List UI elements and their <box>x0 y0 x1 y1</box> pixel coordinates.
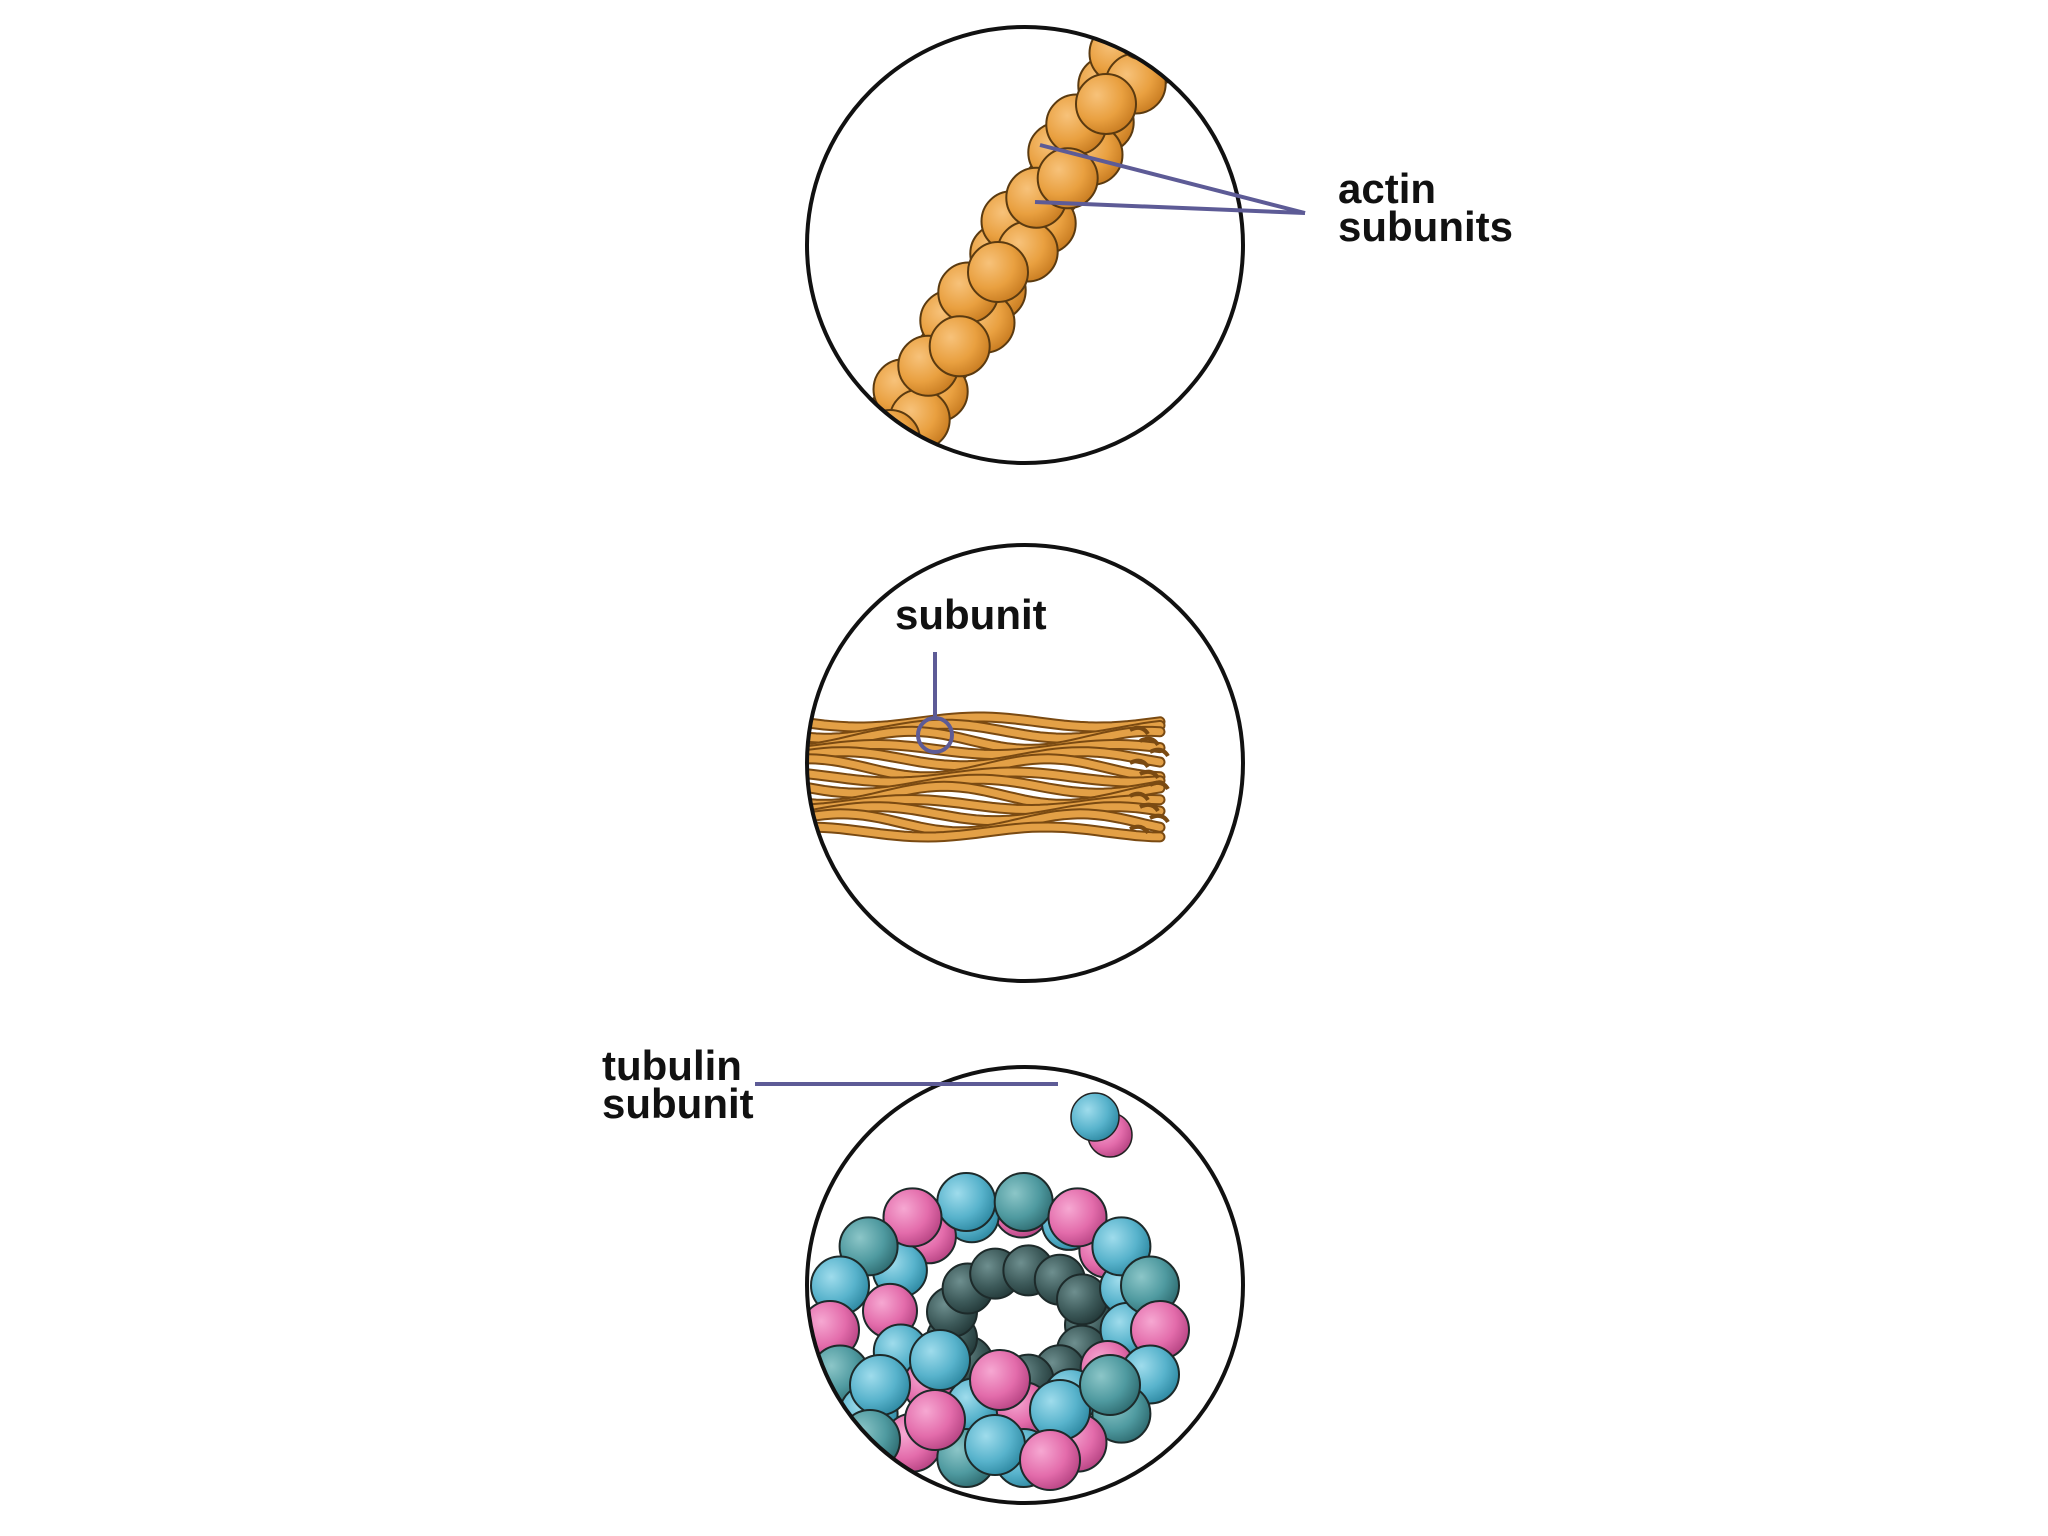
protein-fiber <box>807 713 1164 731</box>
tubulin-sphere <box>1047 1187 1108 1248</box>
intermediate-panel-outline <box>805 543 1245 983</box>
actin-subunit-bead <box>1129 27 1191 51</box>
tubulin-sphere <box>909 1329 971 1391</box>
tubulin-sphere <box>993 1172 1054 1232</box>
subunit-label: subunit <box>895 591 1047 638</box>
fiber-end <box>1129 824 1150 835</box>
fiber-end <box>1149 780 1170 791</box>
actin-subunit-bead <box>928 315 991 378</box>
tubulin-sphere <box>849 1354 911 1416</box>
intermediate-panel <box>805 543 1245 983</box>
fiber-end <box>1149 747 1170 758</box>
subunit-leader <box>916 652 954 754</box>
actin-subunits-label: actin subunits <box>1338 165 1513 250</box>
protein-fiber <box>807 823 1164 841</box>
microtubule-cross-section <box>807 1172 1190 1491</box>
fiber-end <box>1139 736 1160 747</box>
actin-label-line2: subunits <box>1338 203 1513 250</box>
actin-subunit-bead <box>859 409 921 463</box>
fiber-end <box>1129 758 1150 769</box>
actin-panel <box>805 25 1306 465</box>
actin-subunit-bead <box>1144 27 1207 42</box>
actin-subunit-bead <box>1075 73 1137 135</box>
actin-panel-outline <box>805 25 1245 465</box>
tubulin-label-line1: tubulin <box>602 1042 742 1089</box>
fiber-end <box>1129 725 1150 736</box>
tubulin-sphere <box>1079 1354 1141 1416</box>
microtubule-panel <box>755 1065 1245 1505</box>
tubulin-subunit-label: tubulin subunit <box>602 1042 754 1127</box>
tubulin-sphere <box>969 1349 1031 1411</box>
fiber-end <box>1149 813 1170 824</box>
tubulin-sphere <box>904 1389 966 1451</box>
fiber-bundle <box>807 711 1170 843</box>
actin-subunit-bead <box>1036 147 1099 210</box>
protein-fiber <box>807 727 1164 753</box>
protein-fiber <box>807 775 1164 797</box>
actin-label-line1: actin <box>1338 165 1437 212</box>
fiber-end <box>1129 791 1150 802</box>
tubulin-sphere <box>1056 1273 1108 1326</box>
microtubule-panel-outline <box>805 1065 1245 1505</box>
tubulin-sphere <box>964 1414 1026 1476</box>
actin-leader-lines <box>1034 143 1306 215</box>
fiber-end <box>1139 769 1160 780</box>
protein-fiber <box>807 803 1164 825</box>
fiber-end <box>1139 802 1160 813</box>
free-tubulin-dimer <box>1070 1092 1133 1158</box>
protein-fiber <box>807 741 1164 758</box>
subunit-label-text: subunit <box>895 591 1047 638</box>
tubulin-sphere <box>936 1172 997 1232</box>
actin-subunit-bead <box>967 241 1029 303</box>
tubulin-sphere <box>1019 1429 1081 1491</box>
tubulin-sphere <box>882 1187 943 1248</box>
tubulin-label-line2: subunit <box>602 1080 754 1127</box>
